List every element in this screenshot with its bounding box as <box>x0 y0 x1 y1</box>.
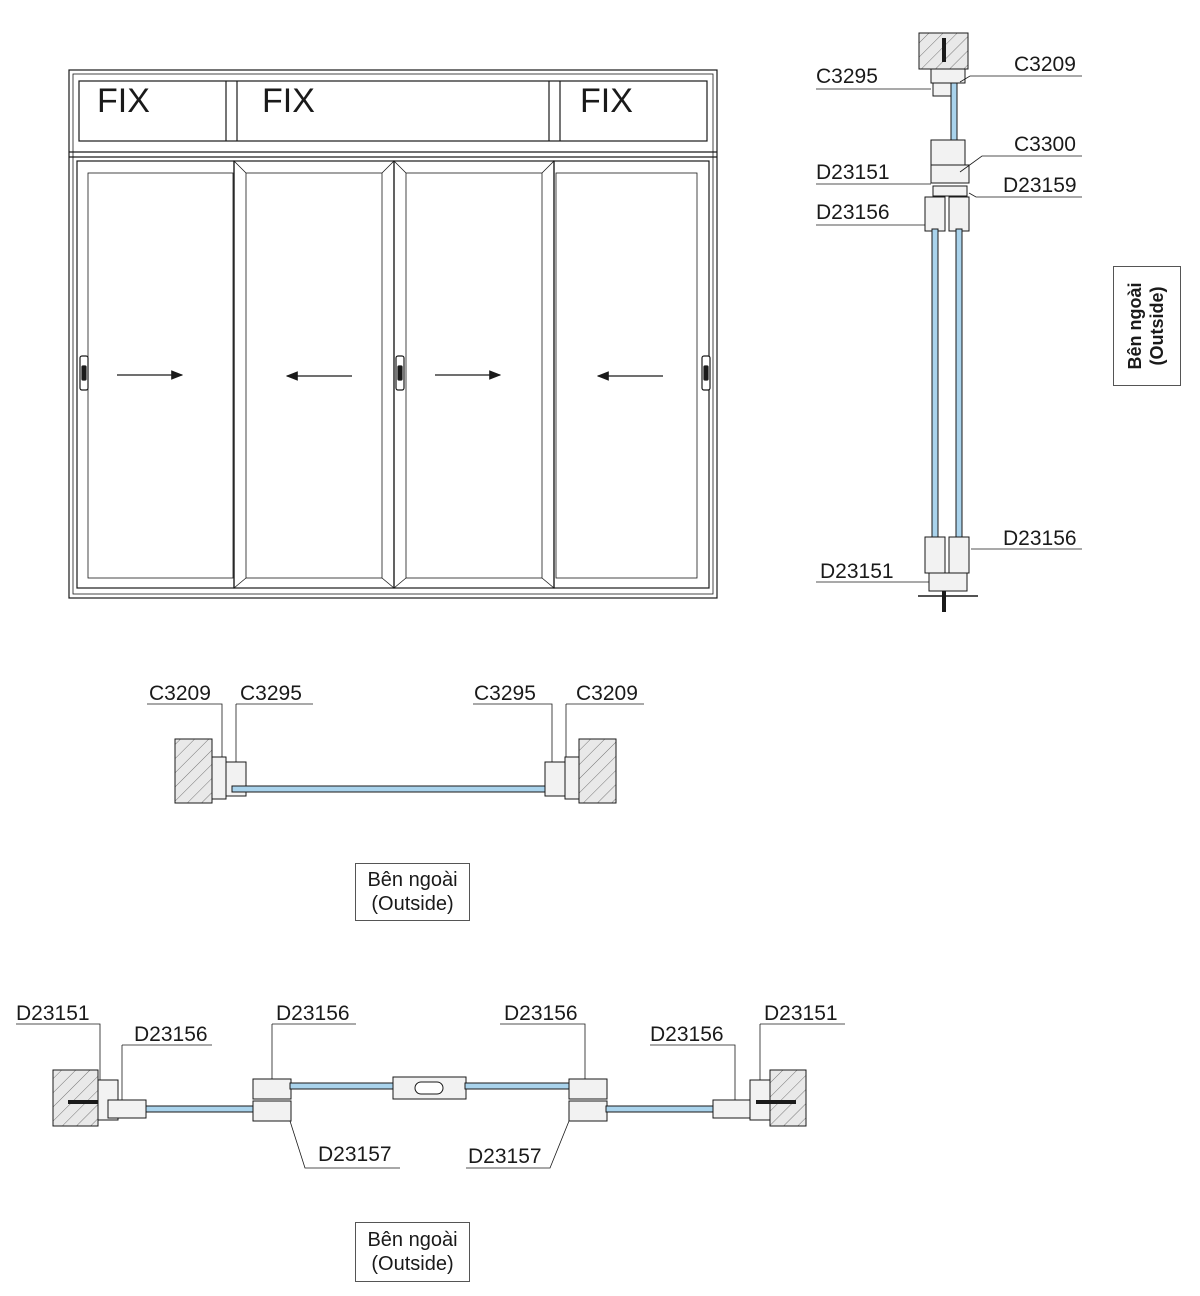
sash-glass <box>605 1105 715 1113</box>
wall-block <box>578 738 617 804</box>
label-c3295: C3295 <box>474 682 536 705</box>
label-d23151: D23151 <box>820 560 894 583</box>
outside-label-sliding: Bên ngoài (Outside) <box>355 1222 470 1282</box>
profile-c3209 <box>930 68 966 84</box>
fix-label: FIX <box>262 82 315 120</box>
fixed-glass <box>950 82 958 146</box>
label-c3209: C3209 <box>576 682 638 705</box>
sash-bottom-profile <box>924 536 946 574</box>
profile-d23151-bottom <box>928 572 968 592</box>
outside-label-vertical: Bên ngoài (Outside) <box>1113 266 1181 386</box>
sash-glass <box>145 1105 255 1113</box>
label-d23156: D23156 <box>816 201 890 224</box>
sash-glass <box>955 228 963 542</box>
handle-icon <box>701 355 711 391</box>
outside-label-line2: (Outside) <box>371 1253 454 1275</box>
outside-label-fixed: Bên ngoài (Outside) <box>355 863 470 921</box>
sash-glass <box>931 228 939 542</box>
outside-label-line1: Bên ngoài <box>1125 282 1145 370</box>
outer-frame <box>68 69 718 599</box>
fixed-plan-section <box>174 738 617 804</box>
profile-d23157 <box>568 1100 608 1122</box>
label-d23157: D23157 <box>468 1145 542 1168</box>
label-d23151: D23151 <box>816 161 890 184</box>
outside-label-line2: (Outside) <box>371 893 454 915</box>
profile-d23156 <box>712 1099 752 1119</box>
outside-label-line1: Bên ngoài <box>367 1229 458 1251</box>
wall-block <box>52 1069 99 1127</box>
label-c3209: C3209 <box>149 682 211 705</box>
sash-2 <box>233 160 395 589</box>
label-d23151: D23151 <box>16 1002 90 1025</box>
label-d23156: D23156 <box>276 1002 350 1025</box>
fixed-glass <box>231 785 553 793</box>
profile-d23156 <box>252 1078 292 1100</box>
profile-c3295 <box>544 761 566 797</box>
label-d23151: D23151 <box>764 1002 838 1025</box>
outside-label-line1: Bên ngoài <box>367 869 458 891</box>
wall-block <box>769 1069 807 1127</box>
outside-label-line2: (Outside) <box>1147 286 1167 366</box>
leader-lines <box>816 75 1082 583</box>
handle-icon <box>79 355 89 391</box>
sash-bottom-profile <box>948 536 970 574</box>
wall-block <box>174 738 213 804</box>
sash-top-profile <box>924 196 946 232</box>
profile-c3209 <box>211 756 227 800</box>
sash-top-profile <box>948 196 970 232</box>
door-elevation <box>68 69 718 599</box>
profile-c3295 <box>932 82 952 97</box>
label-d23156: D23156 <box>650 1023 724 1046</box>
label-d23156: D23156 <box>1003 527 1077 550</box>
profile-d23159 <box>932 185 968 197</box>
label-d23156: D23156 <box>134 1023 208 1046</box>
label-c3295: C3295 <box>816 65 878 88</box>
label-d23159: D23159 <box>1003 174 1077 197</box>
leader-lines <box>147 703 644 762</box>
label-d23157: D23157 <box>318 1143 392 1166</box>
profile-d23156 <box>568 1078 608 1100</box>
profile-d23156 <box>107 1099 147 1119</box>
profile-d23157 <box>252 1100 292 1122</box>
label-d23156: D23156 <box>504 1002 578 1025</box>
vertical-section <box>918 32 978 612</box>
sash-glass <box>289 1082 395 1090</box>
sash-glass <box>464 1082 570 1090</box>
label-c3209: C3209 <box>1014 53 1076 76</box>
fix-label: FIX <box>97 82 150 120</box>
sash-4 <box>553 160 710 589</box>
label-c3300: C3300 <box>1014 133 1076 156</box>
transom-frame <box>78 80 708 142</box>
label-c3295: C3295 <box>240 682 302 705</box>
handle-icon <box>395 355 405 391</box>
fix-label: FIX <box>580 82 633 120</box>
profile-c3300 <box>930 139 966 166</box>
leader-lines <box>16 1023 845 1169</box>
profile-c3209 <box>564 756 580 800</box>
sliding-plan-section <box>52 1069 807 1127</box>
profile-d23151-top <box>930 164 970 184</box>
